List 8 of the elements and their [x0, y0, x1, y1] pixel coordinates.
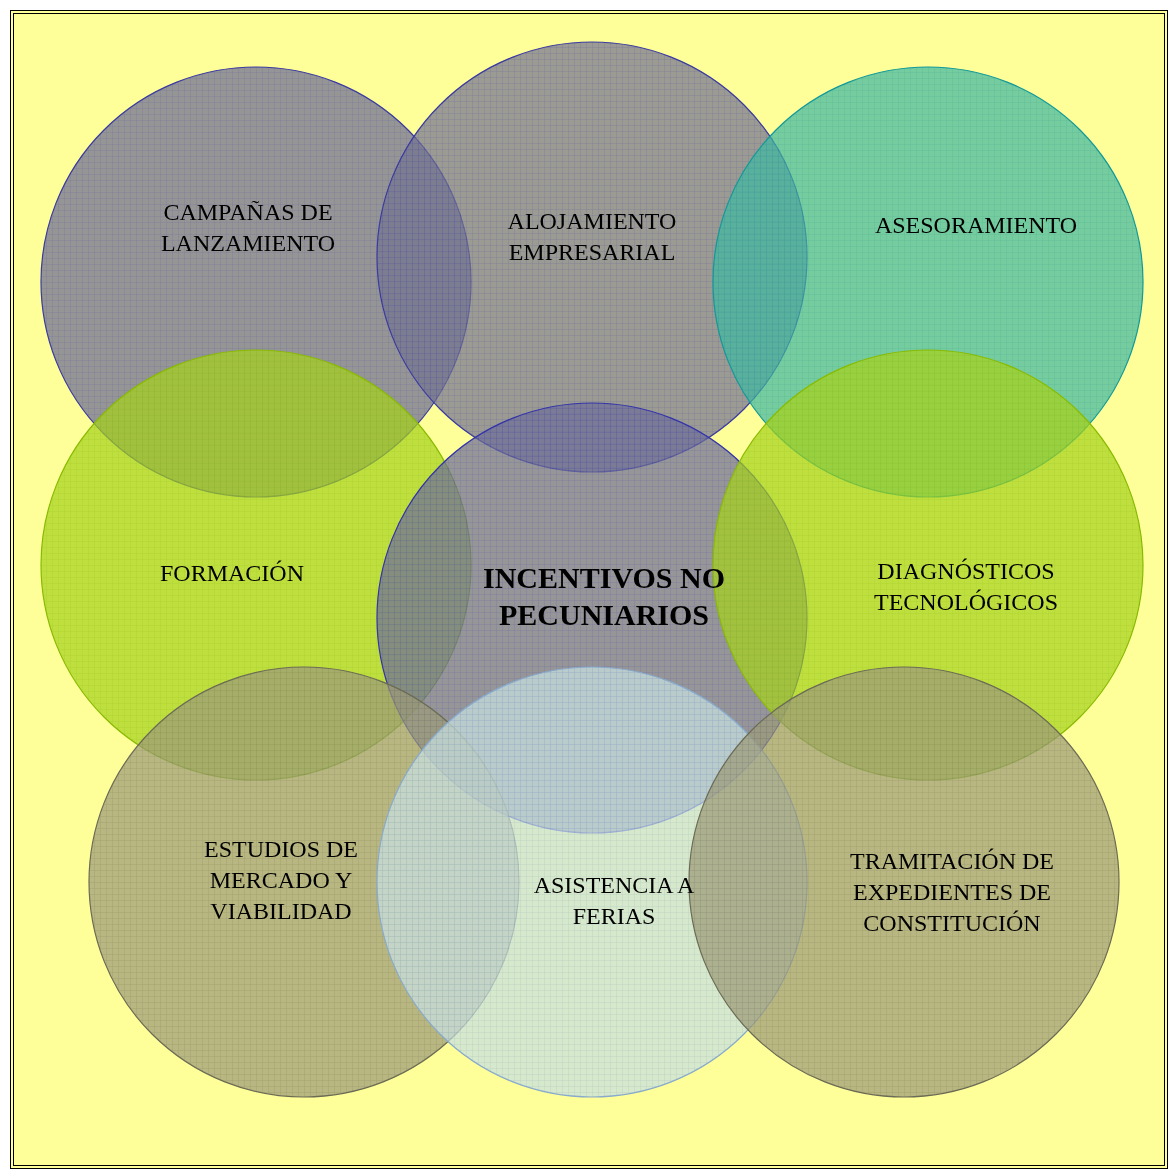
circle-label: CAMPAÑAS DE LANZAMIENTO — [159, 198, 337, 258]
circle-label: ASESORAMIENTO — [873, 210, 1079, 240]
circle-label: FORMACIÓN — [159, 558, 305, 588]
circle-label: DIAGNÓSTICOS TECNOLÓGICOS — [873, 557, 1059, 617]
circle-label: ESTUDIOS DE MERCADO Y VIABILIDAD — [203, 834, 359, 926]
circle-label: ALOJAMIENTO EMPRESARIAL — [506, 207, 678, 267]
circle-label: ASISTENCIA A FERIAS — [532, 871, 696, 931]
circle-label: TRAMITACIÓN DE EXPEDIENTES DE CONSTITUCIÓN — [848, 846, 1056, 938]
